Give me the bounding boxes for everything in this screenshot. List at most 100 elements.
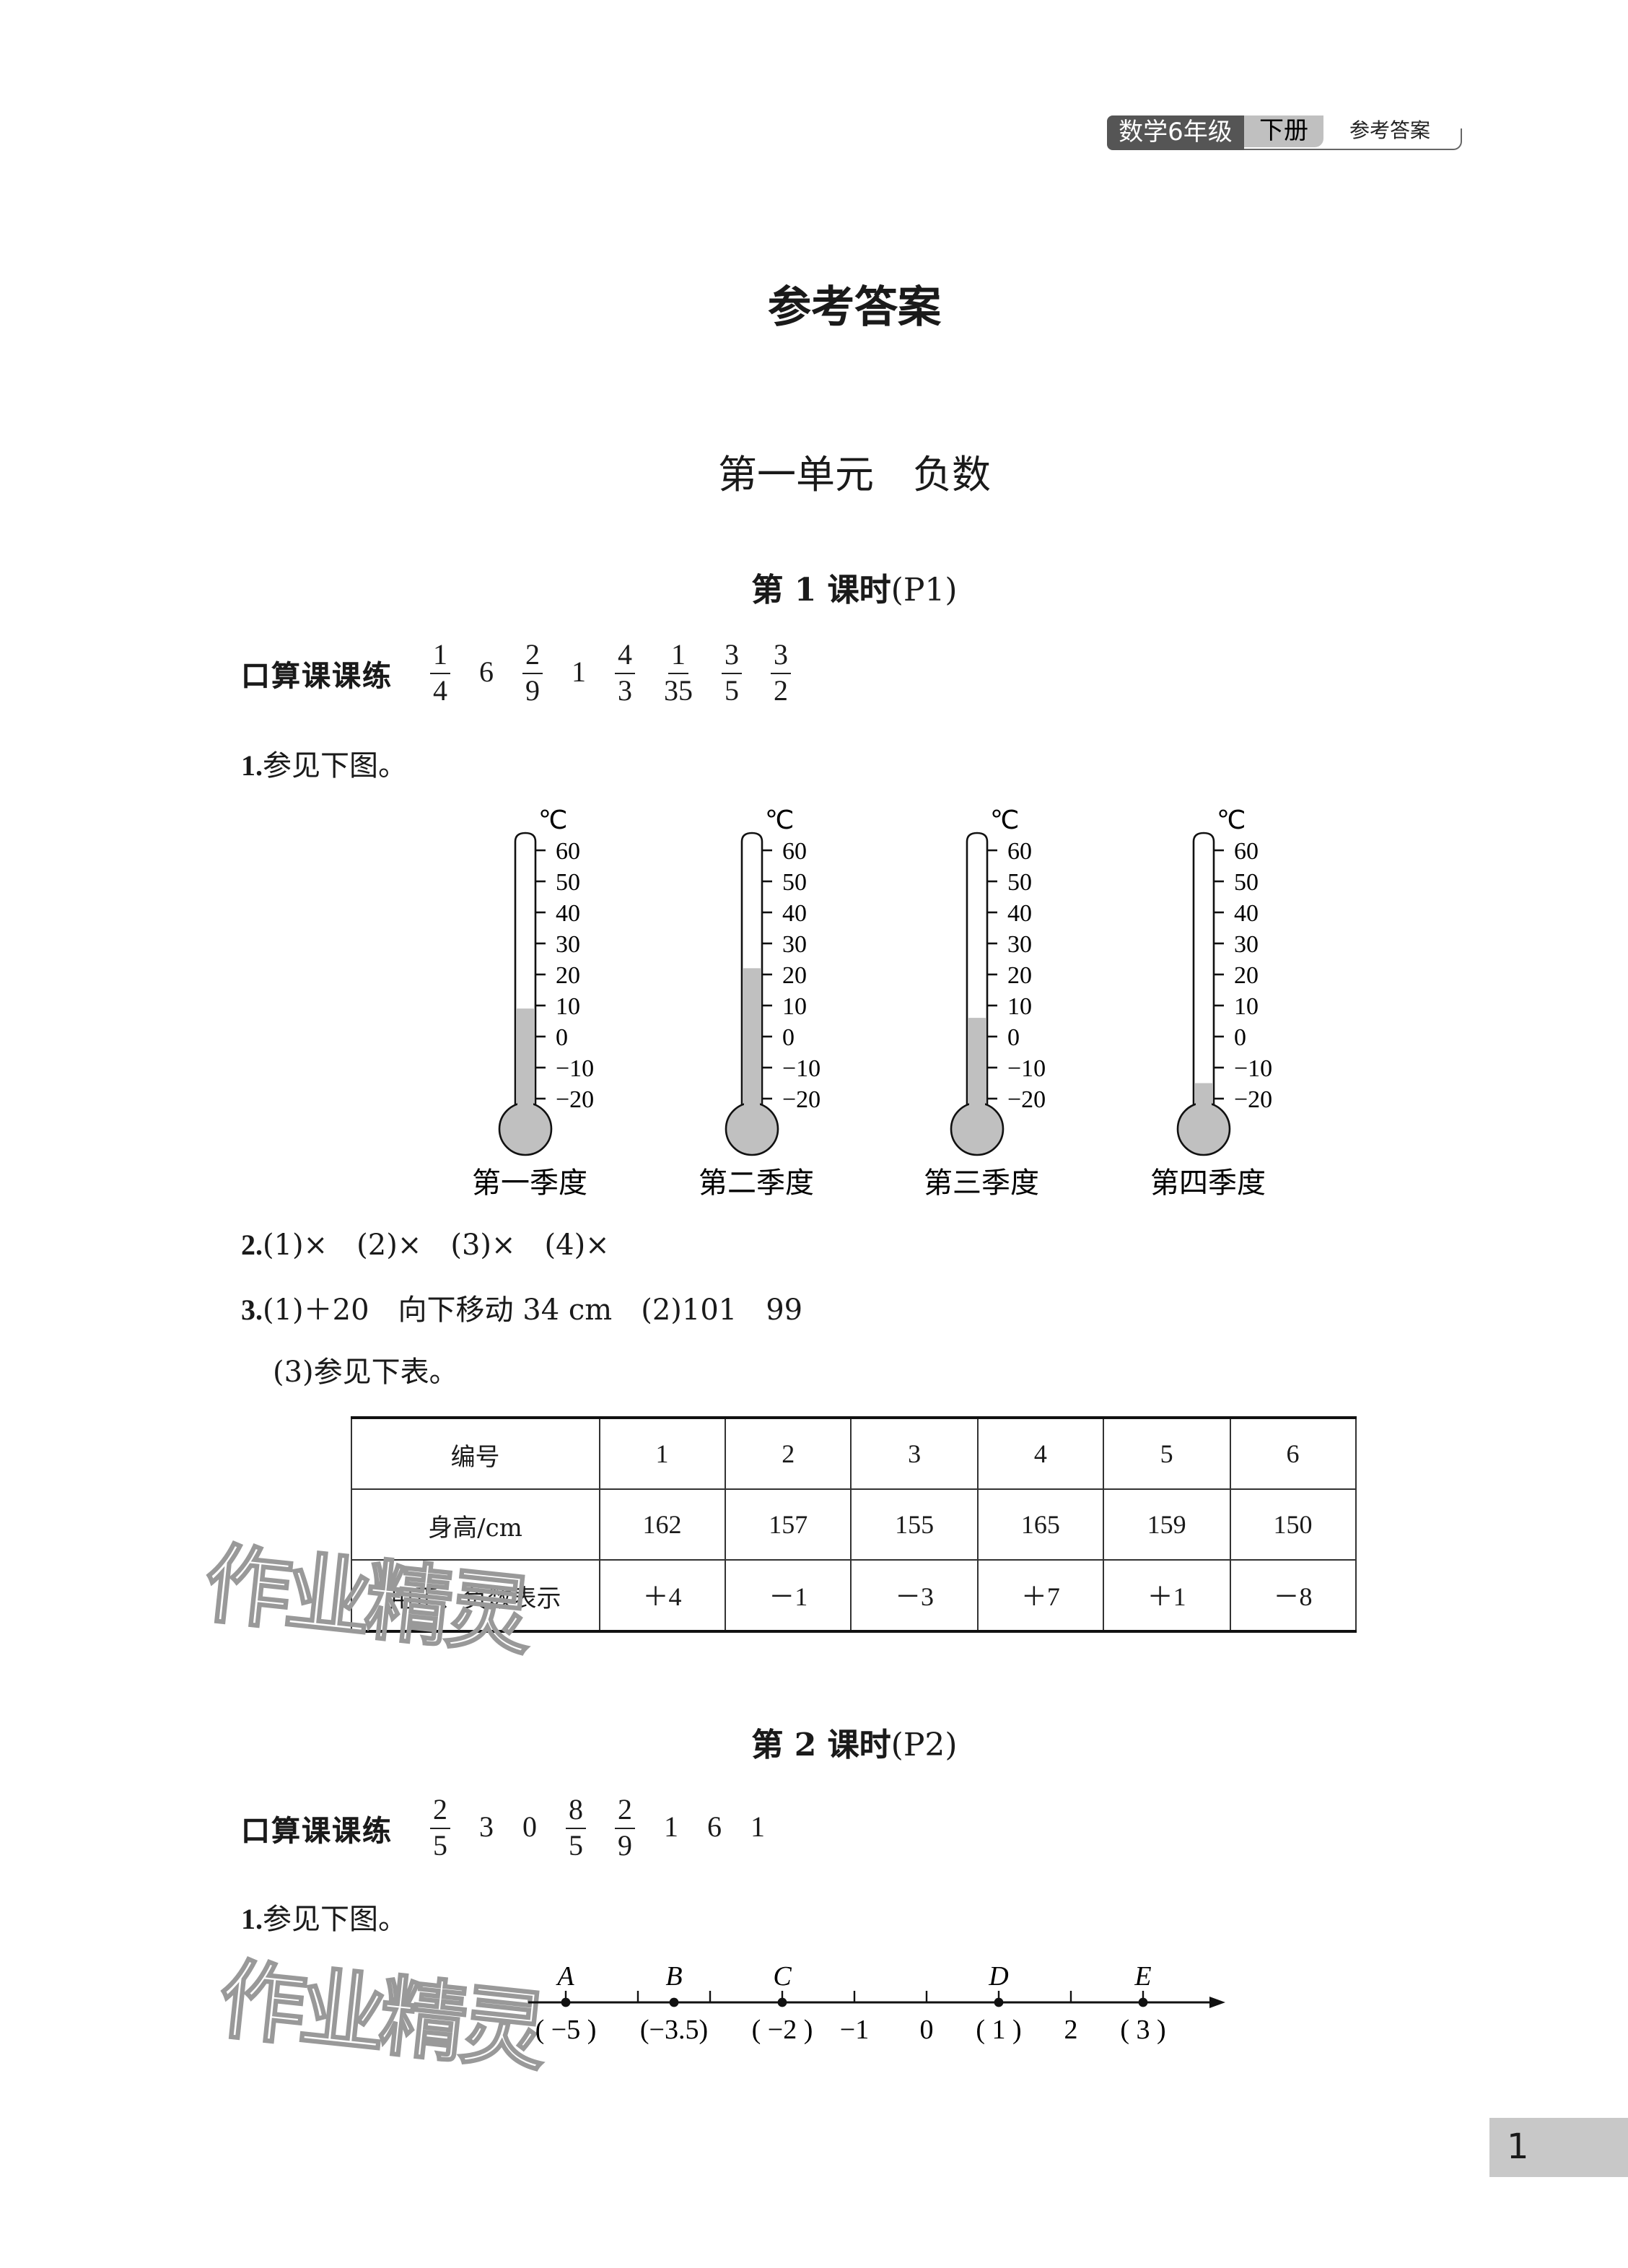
denominator: 9 bbox=[618, 1831, 632, 1862]
unit-label: ℃ bbox=[1217, 806, 1246, 834]
value-label: ( 3 ) bbox=[1120, 2015, 1165, 2045]
answer-value: 6 bbox=[707, 1812, 722, 1844]
lesson-1-number: 第 1 课时 bbox=[751, 572, 891, 609]
tick-label: 50 bbox=[782, 869, 807, 896]
q-number: 2. bbox=[241, 1230, 263, 1262]
table-cell: 157 bbox=[724, 1488, 852, 1561]
quarter-label: 第一季度 bbox=[472, 1166, 587, 1199]
table-cell: ＋7 bbox=[976, 1559, 1105, 1632]
tick-label: 0 bbox=[1007, 1024, 1020, 1051]
numerator: 4 bbox=[615, 638, 635, 674]
lesson-2-page: (P2) bbox=[890, 1728, 958, 1764]
answer-value: 6 bbox=[479, 657, 494, 689]
thermometer-tube bbox=[1192, 832, 1215, 1104]
table-cell: 4 bbox=[976, 1417, 1105, 1490]
answer-value: 1 bbox=[572, 657, 586, 689]
denominator: 9 bbox=[525, 676, 540, 707]
page-title: 参考答案 bbox=[768, 283, 941, 333]
point-b bbox=[669, 1997, 679, 2007]
tick-label: 60 bbox=[1234, 838, 1259, 865]
denominator: 2 bbox=[774, 676, 788, 707]
tick-label: 60 bbox=[1007, 838, 1032, 865]
numerator: 1 bbox=[430, 638, 450, 674]
tick-label: 10 bbox=[556, 993, 580, 1020]
quarter-label: 第二季度 bbox=[699, 1166, 814, 1199]
tick-label: −20 bbox=[556, 1086, 594, 1113]
tick-label: −20 bbox=[1234, 1086, 1272, 1113]
q-text: 参见下图。 bbox=[263, 1901, 407, 1936]
mercury-column-joint bbox=[1196, 1083, 1212, 1115]
table-cell: 150 bbox=[1229, 1488, 1357, 1561]
tick-label: 40 bbox=[1234, 900, 1259, 927]
lesson-1-page: (P1) bbox=[890, 573, 958, 609]
q-number: 3. bbox=[241, 1295, 263, 1327]
tick-label: 10 bbox=[1007, 993, 1032, 1020]
point-label: C bbox=[773, 1961, 792, 1992]
tick-label: −20 bbox=[782, 1086, 820, 1113]
tick-label: 30 bbox=[556, 931, 580, 958]
value-label: ( −2 ) bbox=[752, 2015, 813, 2045]
q1-line: 1.参见下图。 bbox=[241, 742, 407, 784]
numerator: 2 bbox=[615, 1793, 635, 1829]
point-d bbox=[994, 1997, 1004, 2007]
q-text: 参见下图。 bbox=[263, 748, 407, 782]
q3-sub: (3)参见下表。 bbox=[273, 1354, 458, 1389]
answer-value: 1 bbox=[750, 1812, 765, 1844]
point-c bbox=[777, 1997, 787, 2007]
tick-label: 30 bbox=[782, 931, 807, 958]
value-label: ( −5 ) bbox=[535, 2015, 597, 2045]
lesson-2-number: 第 2 课时 bbox=[751, 1727, 891, 1764]
denominator: 35 bbox=[664, 676, 693, 707]
point-label: E bbox=[1134, 1961, 1151, 1992]
numerator: 3 bbox=[771, 638, 791, 674]
thermometer-figure: ℃6050403020100−10−20第一季度℃6050403020100−1… bbox=[472, 806, 1272, 1199]
value-label: −1 bbox=[840, 2015, 869, 2045]
quarter-label: 第三季度 bbox=[924, 1166, 1039, 1199]
tick-label: 60 bbox=[782, 838, 807, 865]
oral-label: 口算课课练 bbox=[241, 658, 393, 693]
tick-label: 50 bbox=[556, 869, 580, 896]
table-cell: ＋1 bbox=[1103, 1559, 1231, 1632]
tick-label: 0 bbox=[782, 1024, 795, 1051]
answer-value: 3 bbox=[479, 1812, 494, 1844]
tick-label: 30 bbox=[1007, 931, 1032, 958]
table-cell: 3 bbox=[850, 1417, 979, 1490]
page-number: 1 bbox=[1489, 2118, 1628, 2177]
tick-label: 60 bbox=[556, 838, 580, 865]
row-header: 身高/cm bbox=[351, 1488, 600, 1561]
table-cell: －1 bbox=[724, 1559, 852, 1632]
numerator: 1 bbox=[668, 638, 688, 674]
tick-label: −10 bbox=[1234, 1055, 1272, 1082]
value-label: (−3.5) bbox=[640, 2015, 708, 2045]
header-subject: 数学6年级 bbox=[1107, 115, 1244, 150]
mercury-column-joint bbox=[517, 1008, 533, 1115]
tick-label: 50 bbox=[1007, 869, 1032, 896]
point-a bbox=[561, 1997, 571, 2007]
quarter-label: 第四季度 bbox=[1150, 1166, 1266, 1199]
tick-label: 0 bbox=[556, 1024, 568, 1051]
unit-label: ℃ bbox=[990, 806, 1019, 834]
tick-label: 30 bbox=[1234, 931, 1259, 958]
thermometer-tube bbox=[966, 832, 989, 1104]
tick-label: −10 bbox=[782, 1055, 820, 1082]
table-cell: 1 bbox=[598, 1417, 726, 1490]
tick-label: 20 bbox=[556, 962, 580, 989]
tick-label: 0 bbox=[1234, 1024, 1246, 1051]
q-text: (1)＋20 向下移动 34 cm (2)101 99 bbox=[263, 1292, 803, 1327]
q-text: (1)× (2)× (3)× (4)× bbox=[263, 1227, 610, 1262]
tick-label: 40 bbox=[556, 900, 580, 927]
lesson-1-title: 第 1 课时(P1) bbox=[0, 564, 1628, 611]
tick-label: 50 bbox=[1234, 869, 1259, 896]
